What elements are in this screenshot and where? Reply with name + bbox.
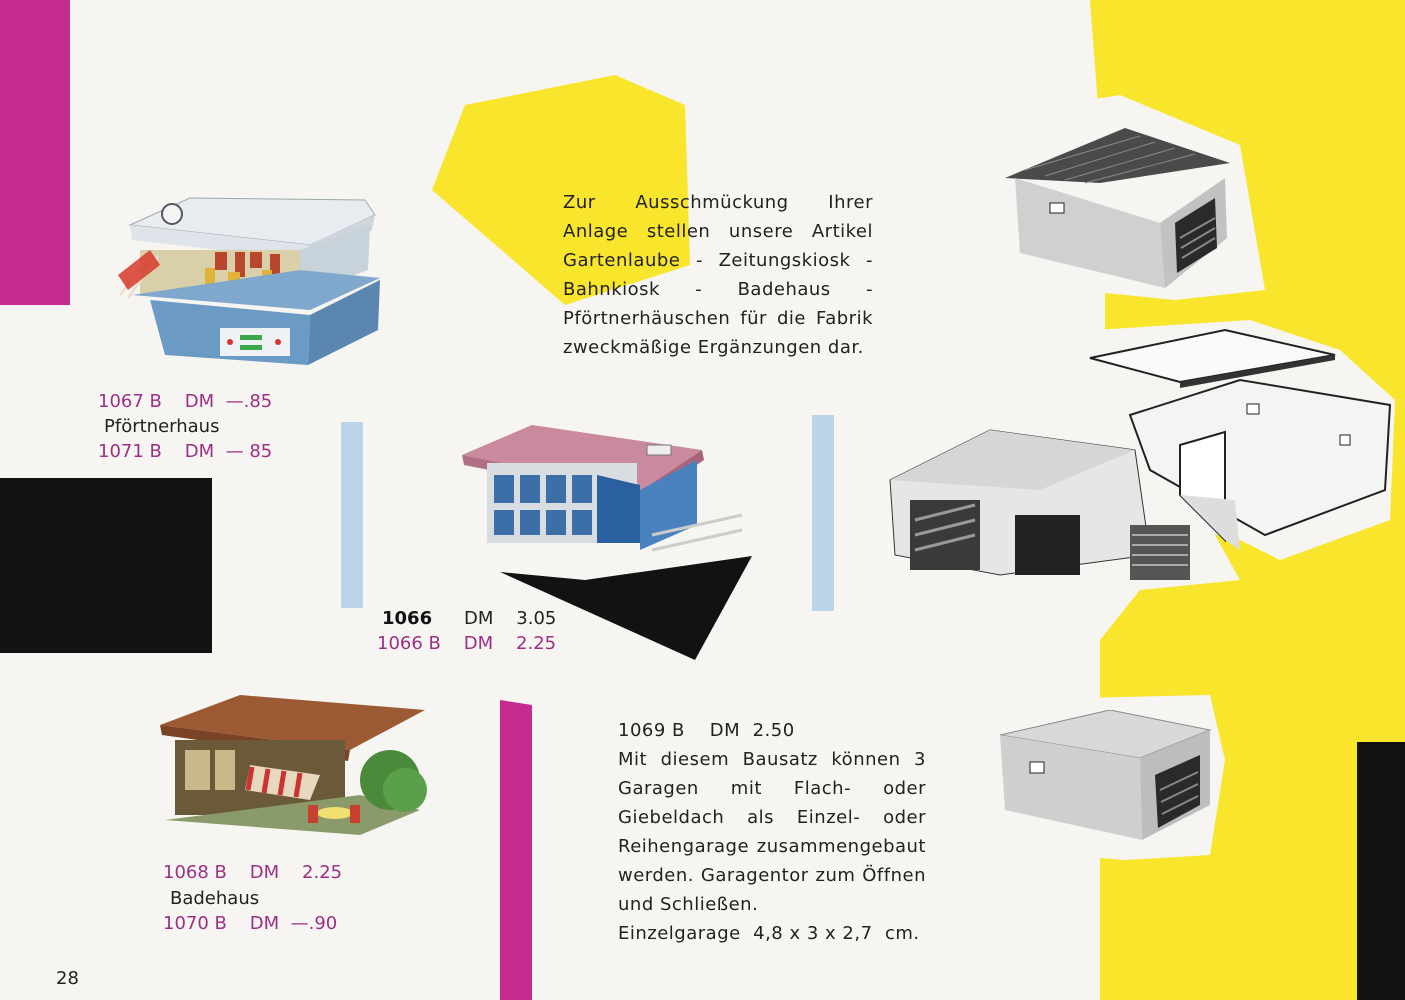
badehaus-price-1: 1068 B DM 2.25	[163, 862, 343, 883]
bahnkiosk-code: 1066	[382, 608, 433, 629]
pfoertnerhaus-price-1: 1067 B DM —.85	[98, 391, 273, 412]
flat-roof-garage-model	[1000, 710, 1212, 840]
pfoertnerhaus-name: Pförtnerhaus	[104, 416, 220, 437]
black-block-right	[1357, 742, 1405, 1000]
light-blue-bar-1	[341, 422, 363, 608]
yellow-hexagon	[432, 75, 690, 305]
bahnkiosk-price-2: 1066 B DM 2.25	[377, 633, 557, 654]
light-blue-bar-2	[812, 415, 834, 611]
pfoertnerhaus-model	[118, 197, 380, 365]
gable-garage-model	[1005, 128, 1230, 288]
page-number: 28	[56, 968, 79, 989]
bahnkiosk-price: DM 3.05	[464, 608, 557, 629]
garage-text: Mit diesem Bausatz können 3 Garagen mit …	[618, 749, 926, 915]
pfoertnerhaus-price-2: 1071 B DM — 85	[98, 441, 273, 462]
garage-description: 1069 B DM 2.50 Mit diesem Bausatz können…	[618, 716, 926, 948]
badehaus-price-2: 1070 B DM —.90	[163, 913, 338, 934]
badehaus-name: Badehaus	[170, 888, 260, 909]
black-block-left	[0, 478, 212, 653]
garage-price: 1069 B DM 2.50	[618, 720, 795, 741]
intro-text: Zur Ausschmückung Ihrer Anlage stellen u…	[563, 192, 873, 358]
garage-kit-exploded	[889, 328, 1392, 580]
bahnkiosk-model	[462, 425, 743, 552]
magenta-bar-center	[500, 700, 532, 1000]
magenta-bar-left	[0, 0, 70, 305]
black-wedge	[500, 556, 752, 660]
garage-size: Einzelgarage 4,8 x 3 x 2,7 cm.	[618, 923, 920, 944]
badehaus-model	[160, 695, 427, 835]
